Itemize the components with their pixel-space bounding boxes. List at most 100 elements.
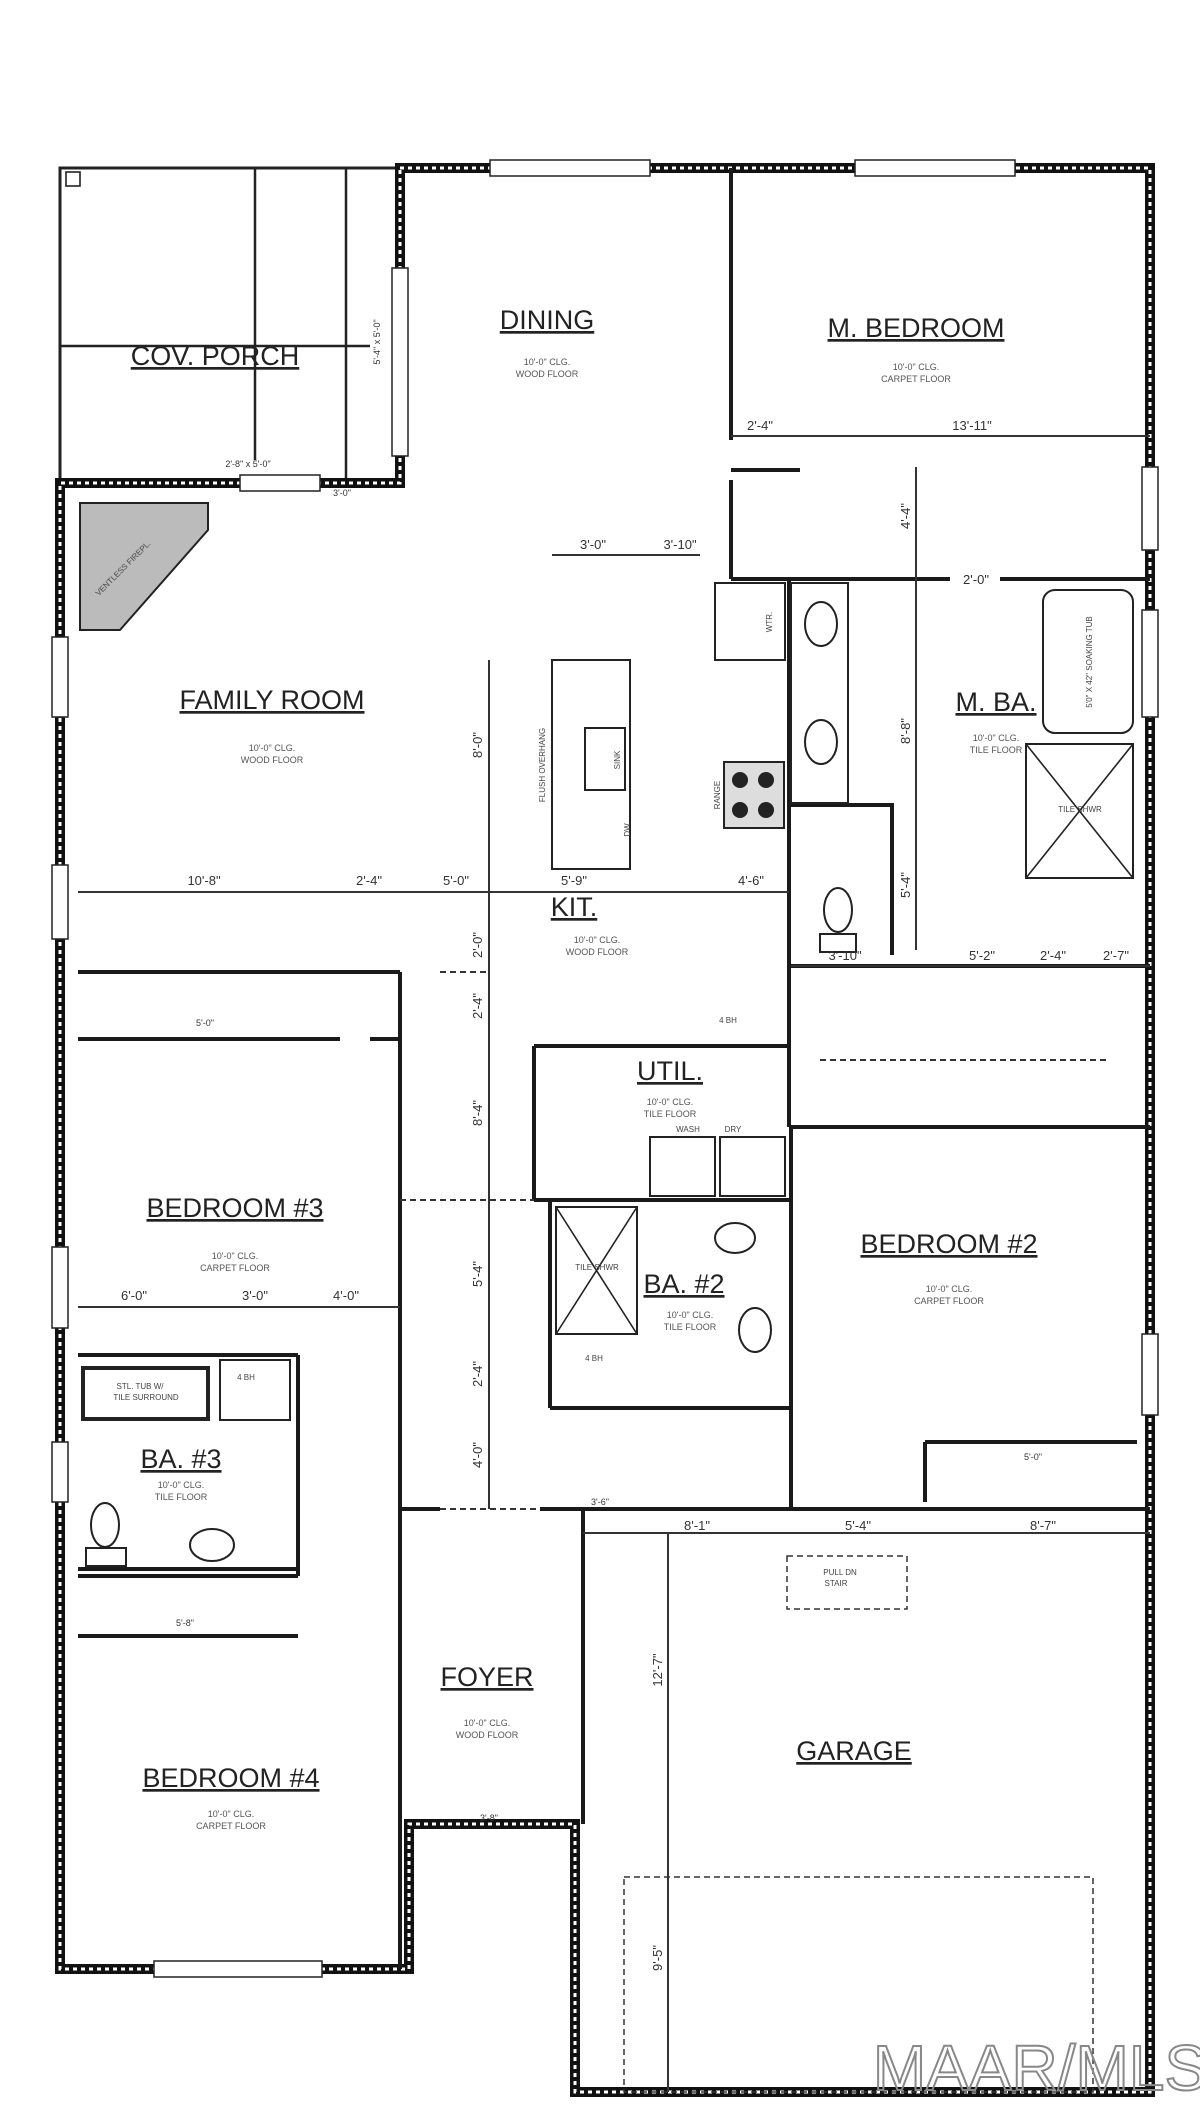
dimension: 3'-10" — [663, 537, 697, 552]
room-floor: CARPET FLOOR — [881, 374, 951, 384]
dimension: 4'-6" — [738, 873, 764, 888]
room-label: BA. #2 — [643, 1269, 724, 1299]
dimension: 2'-4" — [470, 1361, 485, 1387]
dimension: 8'-4" — [470, 1100, 485, 1126]
fixture-label: 4 BH — [719, 1016, 737, 1025]
room-label: GARAGE — [796, 1736, 912, 1766]
room-ceiling: 10'-0" CLG. — [973, 733, 1019, 743]
room-ceiling: 10'-0" CLG. — [667, 1310, 713, 1320]
dimension: 5'-9" — [561, 873, 587, 888]
dimension: 8'-8" — [898, 718, 913, 744]
room-labels: COV. PORCH DINING 10'-0" CLG. WOOD FLOOR… — [131, 305, 1038, 1831]
room-label: M. BEDROOM — [827, 313, 1004, 343]
dimension: 5'-4" — [470, 1261, 485, 1287]
dimension: 5'-4" x 5'-0" — [372, 319, 382, 364]
dimension: 3'-0" — [333, 488, 351, 498]
dimension: 6'-0" — [121, 1288, 147, 1303]
fixture-label: WASH — [676, 1125, 700, 1134]
dryer — [719, 1136, 786, 1197]
room-ceiling: 10'-0" CLG. — [574, 935, 620, 945]
pull-down-stair — [786, 1555, 908, 1610]
dimension: 5'-0" — [196, 1018, 214, 1028]
room-label: COV. PORCH — [131, 341, 300, 371]
dimension: 4'-0" — [470, 1442, 485, 1468]
room-label: BEDROOM #3 — [146, 1193, 323, 1223]
dimension: 3'-0" — [580, 537, 606, 552]
dimension: 3'-10" — [828, 948, 862, 963]
room-floor: WOOD FLOOR — [516, 369, 579, 379]
windows — [51, 159, 1159, 1978]
room-ceiling: 10'-0" CLG. — [158, 1480, 204, 1490]
room-ceiling: 10'-0" CLG. — [926, 1284, 972, 1294]
fixture-label: TILE SURROUND — [113, 1393, 179, 1402]
room-label: BEDROOM #2 — [860, 1229, 1037, 1259]
room-floor: TILE FLOOR — [970, 745, 1023, 755]
fixture-label: TILE SHWR — [575, 1263, 619, 1272]
dimension: 2'-4" — [356, 873, 382, 888]
dimension: 5'-0" — [1024, 1452, 1042, 1462]
room-floor: TILE FLOOR — [644, 1109, 697, 1119]
room-label: DINING — [500, 305, 595, 335]
dimension-lines — [78, 435, 1150, 2092]
fixture-label: 4 BH — [237, 1373, 255, 1382]
interior-walls — [78, 168, 1150, 1969]
room-floor: TILE FLOOR — [155, 1492, 208, 1502]
dimension: 5'-0" — [443, 873, 469, 888]
dimension: 8'-0" — [470, 732, 485, 758]
ba3-tub — [81, 1366, 210, 1421]
room-floor: TILE FLOOR — [664, 1322, 717, 1332]
range — [723, 761, 785, 829]
room-ceiling: 10'-0" CLG. — [249, 743, 295, 753]
room-ceiling: 10'-0" CLG. — [893, 362, 939, 372]
dimension: 2'-8" x 5'-0" — [225, 459, 270, 469]
fixtures — [79, 502, 1134, 2093]
dimension-labels: 2'-8" x 5'-0" 5'-4" x 5'-0" 3'-0" 3'-0" … — [121, 319, 1129, 1971]
fixture-label: STAIR — [825, 1579, 848, 1588]
room-ceiling: 10'-0" CLG. — [464, 1718, 510, 1728]
room-label: KIT. — [551, 892, 598, 922]
dimension: 12'-7" — [650, 1653, 665, 1687]
dimension: 4'-4" — [898, 503, 913, 529]
dimension: 3'-0" — [242, 1288, 268, 1303]
fireplace — [79, 502, 209, 631]
fixture-label: RANGE — [713, 781, 722, 809]
dimension: 5'-4" — [845, 1518, 871, 1533]
fixture-label: WTR. — [765, 612, 774, 632]
fixture-label: FLUSH OVERHANG — [538, 728, 547, 802]
room-floor: WOOD FLOOR — [241, 755, 304, 765]
dimension: 3'-8" — [480, 1813, 498, 1823]
dimension: 5'-2" — [969, 948, 995, 963]
dimension: 3'-6" — [591, 1497, 609, 1507]
dimension: 9'-5" — [650, 1945, 665, 1971]
room-floor: CARPET FLOOR — [914, 1296, 984, 1306]
dimension: 8'-7" — [1030, 1518, 1056, 1533]
dimension: 4'-0" — [333, 1288, 359, 1303]
room-ceiling: 10'-0" CLG. — [524, 357, 570, 367]
room-ceiling: 10'-0" CLG. — [212, 1251, 258, 1261]
fixture-label: DW — [623, 823, 632, 837]
room-label: UTIL. — [637, 1056, 703, 1086]
dimension: 2'-7" — [1103, 948, 1129, 963]
room-floor: CARPET FLOOR — [200, 1263, 270, 1273]
exterior-walls — [55, 163, 1155, 2097]
room-ceiling: 10'-0" CLG. — [647, 1097, 693, 1107]
dimension: 5'-4" — [898, 872, 913, 898]
room-label: FAMILY ROOM — [179, 685, 364, 715]
dimension: 2'-4" — [470, 993, 485, 1019]
fixture-label: DRY — [725, 1125, 742, 1134]
room-floor: WOOD FLOOR — [456, 1730, 519, 1740]
dimension: 2'-4" — [1040, 948, 1066, 963]
covered-porch — [58, 166, 402, 485]
fixture-label: PULL DN — [823, 1568, 857, 1577]
fixture-label: SINK — [613, 750, 622, 769]
fixture-label: 4 BH — [585, 1354, 603, 1363]
dimension: 2'-4" — [747, 418, 773, 433]
dimension: 5'-8" — [176, 1618, 194, 1628]
kitchen-sink — [584, 727, 626, 791]
room-label: BA. #3 — [140, 1444, 221, 1474]
dimension: 10'-8" — [187, 873, 221, 888]
fixture-label: STL. TUB W/ — [117, 1382, 165, 1391]
room-ceiling: 10'-0" CLG. — [208, 1809, 254, 1819]
dimension: 8'-1" — [684, 1518, 710, 1533]
